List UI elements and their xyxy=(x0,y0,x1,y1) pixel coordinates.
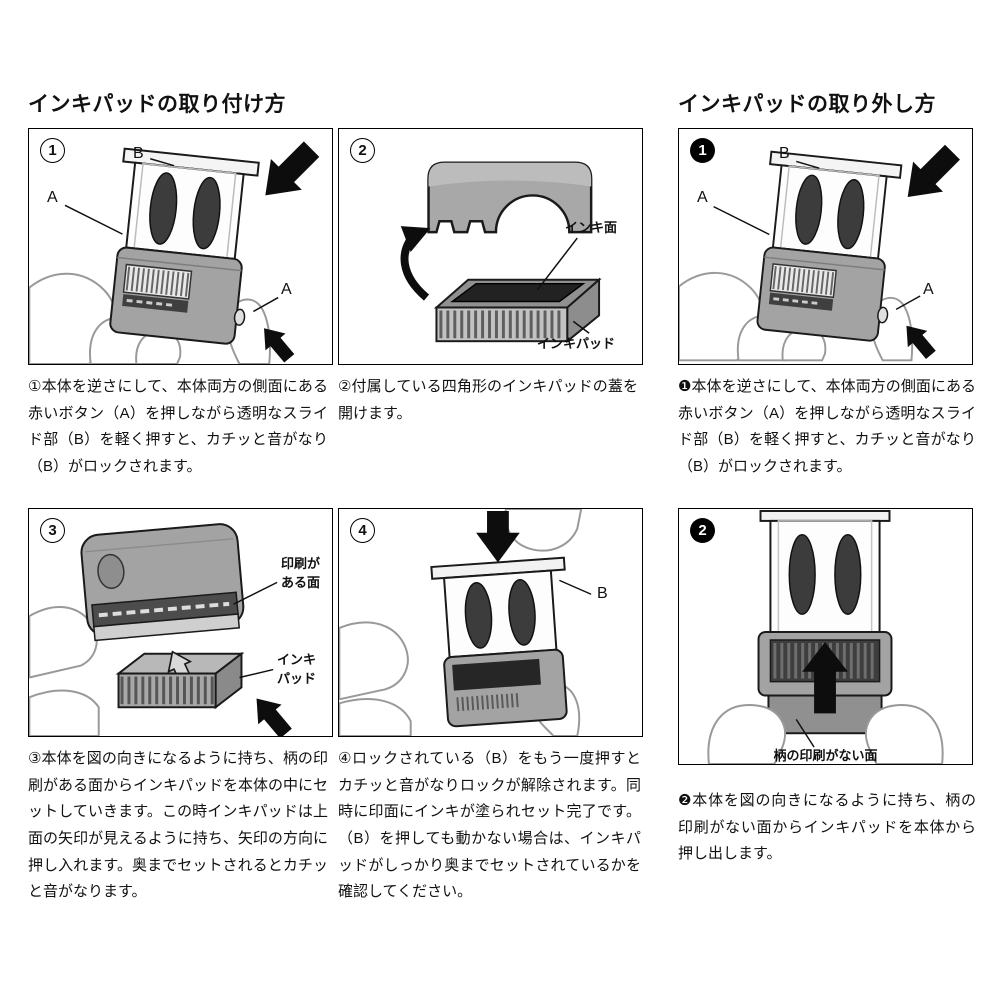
inkpad xyxy=(433,277,602,344)
label-a-right: A xyxy=(923,281,934,298)
install-step3-panel: 3 印刷がある面 インキパッド xyxy=(28,508,333,737)
label-a-right: A xyxy=(281,281,292,298)
label-b: B xyxy=(597,585,608,602)
inkpad-case-illustration xyxy=(400,161,602,344)
install-step1-panel: 1 B A A xyxy=(28,128,333,365)
label-ink-pad: インキパッド xyxy=(277,652,317,686)
install-section-title: インキパッドの取り付け方 xyxy=(28,93,286,116)
install-step1-caption: ①本体を逆さにして、本体両方の側面にある赤いボタン（A）を押しながら透明なスライ… xyxy=(28,378,328,476)
install-step3-caption: ③本体を図の向きになるように持ち、柄の印刷がある面からインキパッドを本体の中にセ… xyxy=(28,750,329,901)
step-number: 2 xyxy=(350,138,375,163)
inkpad xyxy=(115,650,245,710)
button-arrow-icon xyxy=(264,328,295,363)
label-a-left: A xyxy=(697,189,708,206)
stamp-in-hand-illustration xyxy=(29,141,320,364)
label-b: B xyxy=(779,145,790,162)
label-ink-pad: インキパッド xyxy=(537,336,616,351)
step-number: 4 xyxy=(350,518,375,543)
remove-step1-panel: 1 B A A xyxy=(678,128,973,365)
press-arrow-icon xyxy=(265,141,320,196)
remove-step2-panel: 2 柄の印刷がない面 xyxy=(678,508,973,765)
remove-step1-caption: ❶本体を逆さにして、本体両方の側面にある赤いボタン（A）を押しながら透明なスライ… xyxy=(678,378,976,476)
side-button xyxy=(877,306,889,324)
stamp-body xyxy=(430,556,568,728)
insert-inkpad-illustration xyxy=(29,523,292,736)
label-a-left: A xyxy=(47,189,58,206)
push-arrow-icon xyxy=(256,698,292,736)
step-number: 3 xyxy=(40,518,65,543)
stamp-in-hand-illustration xyxy=(679,144,960,362)
step-number: 1 xyxy=(40,138,65,163)
button-arrow-icon xyxy=(906,325,936,359)
press-down-arrow-icon xyxy=(476,510,520,563)
stamp-body xyxy=(80,523,245,642)
step-number: 1 xyxy=(690,138,715,163)
side-button xyxy=(233,308,246,326)
stamp-body xyxy=(756,150,903,342)
install-step4-caption: ④ロックされている（B）をもう一度押すとカチッと音がなりロックが解除されます。同… xyxy=(338,750,641,901)
remove-section-title: インキパッドの取り外し方 xyxy=(678,93,936,116)
ink-surface xyxy=(450,282,586,303)
install-step2-caption: ②付属している四角形のインキパッドの蓋を開けます。 xyxy=(338,378,638,422)
label-print-side: 印刷がある面 xyxy=(281,556,321,590)
stamp-body xyxy=(109,147,260,345)
press-slide-illustration xyxy=(339,509,592,736)
press-arrow-icon xyxy=(907,144,960,197)
install-step2-panel: 2 インキ面 インキパッド xyxy=(338,128,643,365)
label-b: B xyxy=(133,145,144,162)
push-up-arrow-icon xyxy=(802,641,848,714)
label-ink-surface: インキ面 xyxy=(565,220,618,235)
step-number: 2 xyxy=(690,518,715,543)
push-out-inkpad-illustration xyxy=(707,509,944,764)
install-step4-panel: 4 B xyxy=(338,508,643,737)
remove-step2-caption: ❷本体を図の向きになるように持ち、柄の印刷がない面からインキパッドを本体から押し… xyxy=(678,792,976,863)
label-no-print-side: 柄の印刷がない面 xyxy=(773,748,878,763)
